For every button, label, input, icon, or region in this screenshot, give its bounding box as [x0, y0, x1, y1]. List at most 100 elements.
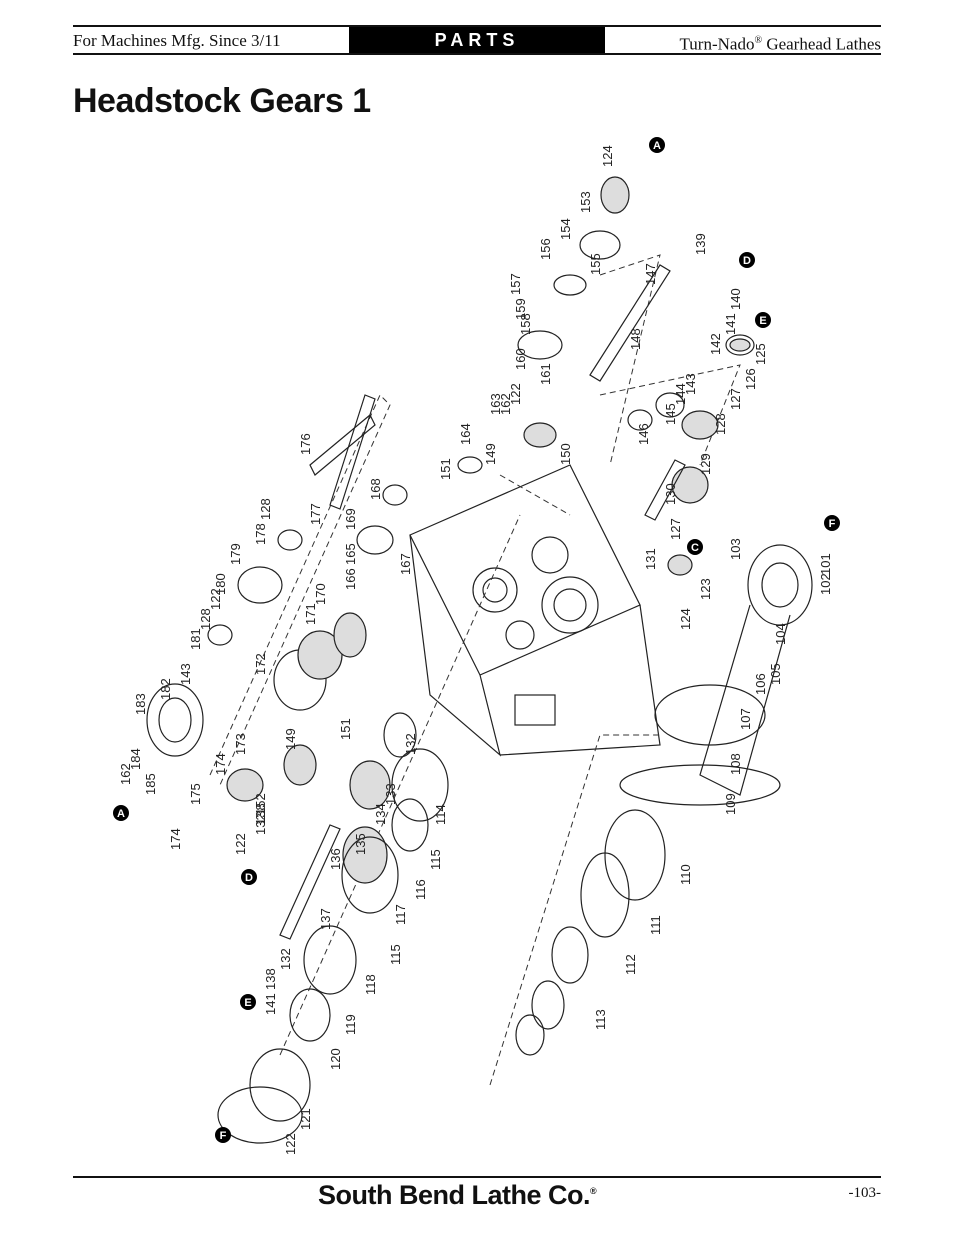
part-label: 127: [668, 518, 683, 540]
part-label: 180: [213, 573, 228, 595]
footer-rule: [73, 1176, 881, 1178]
part-label: 131: [643, 548, 658, 570]
part-label: 135: [353, 833, 368, 855]
svg-text:E: E: [244, 997, 251, 1009]
part-label: 177: [308, 503, 323, 525]
part-label: 144: [673, 383, 688, 405]
part-label: 158: [518, 313, 533, 335]
callout-tag-f: F: [215, 1127, 231, 1143]
callout-tag-d: D: [739, 252, 755, 268]
part-label: 122: [208, 588, 223, 610]
brand-name: South Bend Lathe Co.: [318, 1180, 590, 1210]
part-label: 120: [328, 1048, 343, 1070]
part-label: 113: [593, 1009, 608, 1030]
part-label: 174: [168, 828, 183, 850]
part-label: 179: [228, 543, 243, 565]
part-label: 143: [683, 373, 698, 395]
part-label: 164: [458, 423, 473, 445]
part-label: 143: [178, 663, 193, 685]
header-product-name: Turn-Nado: [679, 34, 755, 54]
part-label: 142: [708, 333, 723, 355]
part-label: 175: [188, 783, 203, 805]
part-label: 108: [728, 753, 743, 775]
part-label: 159: [513, 298, 528, 320]
part-label: 134: [373, 803, 388, 825]
svg-text:F: F: [220, 1130, 227, 1142]
part-label: 163: [488, 393, 503, 415]
part-label: 151: [338, 718, 353, 740]
part-label: 172: [253, 653, 268, 675]
diagram-artwork: [146, 176, 813, 1144]
callout-tag-e: E: [240, 994, 256, 1010]
callout-tag-a: A: [113, 805, 129, 821]
section-label: PARTS: [349, 27, 605, 53]
part-label: 154: [558, 218, 573, 240]
header-registered-mark: ®: [754, 35, 763, 46]
part-label: 160: [513, 348, 528, 370]
part-label: 157: [508, 273, 523, 295]
part-label: 128: [258, 498, 273, 520]
part-label: 152: [253, 793, 268, 815]
header-bottom-rule: [73, 53, 881, 55]
part-label: 112: [623, 954, 638, 975]
part-label: 123: [698, 578, 713, 600]
part-label: 129: [698, 453, 713, 475]
part-label: 183: [133, 693, 148, 715]
part-label: 166: [343, 568, 358, 590]
brand-logo: South Bend Lathe Co.®: [318, 1180, 597, 1211]
part-label: 161: [538, 363, 553, 385]
part-label: 178: [253, 523, 268, 545]
part-label: 141: [723, 313, 738, 335]
part-label: 140: [728, 288, 743, 310]
part-label: 155: [588, 253, 603, 275]
part-label: 122: [233, 833, 248, 855]
part-label: 148: [628, 328, 643, 350]
part-label: 124: [678, 608, 693, 630]
part-label: 162: [118, 763, 133, 785]
part-label: 101: [818, 553, 833, 575]
part-label: 185: [143, 773, 158, 795]
header-product-suffix: Gearhead Lathes: [762, 34, 881, 54]
part-label: 109: [723, 793, 738, 815]
part-label: 182: [158, 678, 173, 700]
part-label: 122: [283, 1133, 298, 1155]
part-label: 145: [663, 403, 678, 425]
part-label: 165: [343, 543, 358, 565]
svg-text:E: E: [759, 315, 766, 327]
part-label: 170: [313, 583, 328, 605]
part-label: 151: [438, 458, 453, 480]
part-label: 132: [278, 948, 293, 970]
svg-text:F: F: [829, 518, 836, 530]
part-label: 128: [713, 413, 728, 435]
part-label: 128: [198, 608, 213, 630]
brand-registered-mark: ®: [589, 1186, 597, 1196]
part-label: 141: [263, 993, 278, 1015]
part-label: 149: [483, 443, 498, 465]
part-label: 119: [343, 1014, 358, 1035]
part-label: 138: [263, 968, 278, 990]
part-label: 130: [663, 483, 678, 505]
part-label: 102: [818, 573, 833, 595]
svg-text:C: C: [691, 542, 699, 554]
part-label: 136: [328, 848, 343, 870]
svg-text:A: A: [117, 808, 125, 820]
part-label: 107: [738, 708, 753, 730]
part-label: 133: [383, 783, 398, 805]
part-label: 110: [678, 864, 693, 885]
part-label: 162: [498, 393, 513, 415]
part-label: 146: [636, 423, 651, 445]
part-label: 115: [428, 849, 443, 870]
callout-tag-e: E: [755, 312, 771, 328]
part-label: 171: [303, 603, 318, 625]
part-label: 173: [233, 733, 248, 755]
header-left-text: For Machines Mfg. Since 3/11: [73, 31, 281, 50]
part-label: 138: [253, 803, 268, 825]
part-label: 168: [368, 478, 383, 500]
part-label: 132: [403, 733, 418, 755]
part-label: 106: [753, 673, 768, 695]
part-label: 124: [600, 145, 615, 167]
part-label: 115: [388, 944, 403, 965]
part-label: 174: [213, 753, 228, 775]
